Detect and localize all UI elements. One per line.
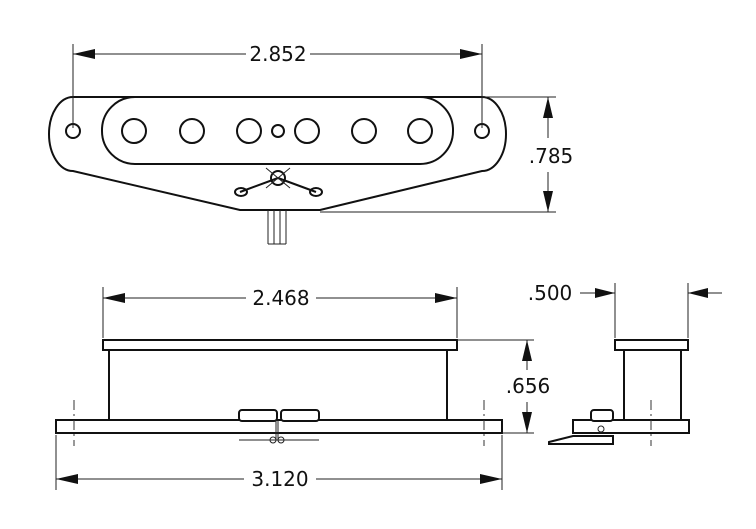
dimension-top-height: .785 (320, 96, 574, 213)
dimension-body-height: .656 (457, 339, 551, 434)
side-eyelet (548, 409, 614, 445)
pole-piece-6 (407, 118, 433, 144)
base-width-label: 3.120 (251, 467, 308, 491)
front-eyelets (238, 409, 320, 444)
side-top-flatwork (614, 339, 689, 351)
dimension-body-width: 2.468 (102, 286, 458, 338)
pole-piece-3 (236, 118, 262, 144)
side-base-plate (572, 419, 690, 434)
top-view: 2.852 .785 (48, 42, 574, 245)
center-screw (271, 124, 285, 138)
side-view: .500 (528, 281, 722, 446)
top-flatwork (102, 339, 458, 351)
pole-piece-5 (351, 118, 377, 144)
top-plate-outline (48, 96, 507, 211)
pole-piece-1 (121, 118, 147, 144)
base-plate (55, 419, 503, 434)
dimension-side-width: .500 (528, 281, 722, 338)
body-width-label: 2.468 (252, 286, 309, 310)
front-view: 2.468 .656 3.120 (55, 286, 551, 491)
body-height-label: .656 (506, 374, 551, 398)
lead-wires (267, 210, 287, 245)
pole-piece-4 (294, 118, 320, 144)
lead-eyelets (234, 167, 323, 197)
dimension-top-width: 2.852 (72, 42, 483, 128)
top-width-label: 2.852 (249, 42, 306, 66)
bobbin-top-outline (101, 96, 454, 165)
pole-piece-2 (179, 118, 205, 144)
dimension-base-width: 3.120 (55, 435, 503, 491)
top-height-label: .785 (529, 144, 574, 168)
side-width-label: .500 (528, 281, 573, 305)
